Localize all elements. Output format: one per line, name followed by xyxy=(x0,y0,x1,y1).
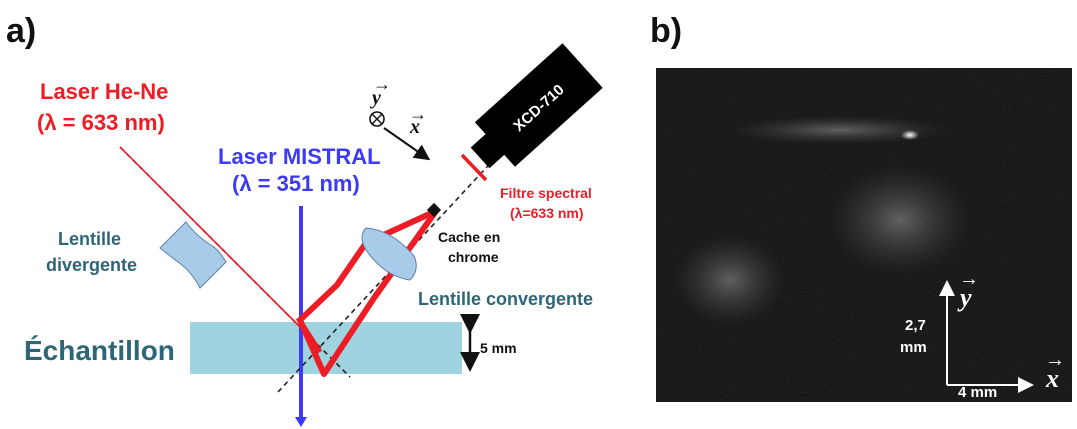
panel-a: a) Échantillon 5 mm Lentille divergente … xyxy=(6,12,603,427)
hene-inner-beam xyxy=(295,316,323,354)
axis-x-vector-arrow-a: → xyxy=(409,104,427,124)
panel-b: b) y → x → 2,7 mm 4 mm xyxy=(650,12,1072,402)
mistral-name: Laser MISTRAL xyxy=(218,144,381,169)
filter-label-1: Filtre spectral xyxy=(500,185,592,201)
axis-x-label-a: x xyxy=(409,116,420,138)
axis-y-vector-arrow-b: → xyxy=(959,268,979,290)
chrome-cache xyxy=(426,202,442,218)
axis-x-arrow-a xyxy=(383,127,431,161)
bright-spot xyxy=(901,130,919,140)
y-axis-out-of-plane-icon xyxy=(369,111,385,127)
camera: XCD-710 xyxy=(470,43,603,169)
cache-label-1: Cache en xyxy=(438,229,500,245)
axis-y-label-b: y xyxy=(957,283,972,312)
scatter-glow-top xyxy=(730,116,950,144)
thickness-label: 5 mm xyxy=(480,340,517,356)
sample-block xyxy=(190,322,462,374)
axis-x-vector-arrow-b: → xyxy=(1045,349,1065,371)
scale-x-label: 4 mm xyxy=(958,384,997,401)
mistral-beam-arrowhead xyxy=(295,417,307,427)
hene-wavelength: (λ = 633 nm) xyxy=(37,110,165,135)
hene-name: Laser He-Ne xyxy=(40,79,168,104)
hene-scattered-beam xyxy=(297,208,438,323)
axis-y-label-a: y xyxy=(370,87,381,109)
scale-y-label-1: 2,7 xyxy=(905,317,926,334)
divergent-lens xyxy=(159,221,227,289)
divergent-lens-label-2: divergente xyxy=(46,255,137,275)
cache-label-2: chrome xyxy=(448,249,499,265)
axis-y-vector-arrow-a: → xyxy=(373,74,391,94)
convergent-lens-label: Lentille convergente xyxy=(418,289,593,309)
panel-a-label: a) xyxy=(6,12,36,50)
divergent-lens-label-1: Lentille xyxy=(58,229,121,249)
scatter-glow-left xyxy=(675,235,785,325)
filter-label-2: (λ=633 nm) xyxy=(510,205,584,221)
sample-label: Échantillon xyxy=(24,335,175,366)
scatter-glow-center xyxy=(830,165,970,275)
hene-incident-beam xyxy=(119,146,301,328)
panel-b-label: b) xyxy=(650,12,682,50)
convergent-lens xyxy=(361,227,417,281)
scale-y-label-2: mm xyxy=(900,339,927,356)
spectral-filter xyxy=(460,153,488,182)
axis-x-label-b: x xyxy=(1045,364,1059,393)
mistral-wavelength: (λ = 351 nm) xyxy=(232,171,360,196)
